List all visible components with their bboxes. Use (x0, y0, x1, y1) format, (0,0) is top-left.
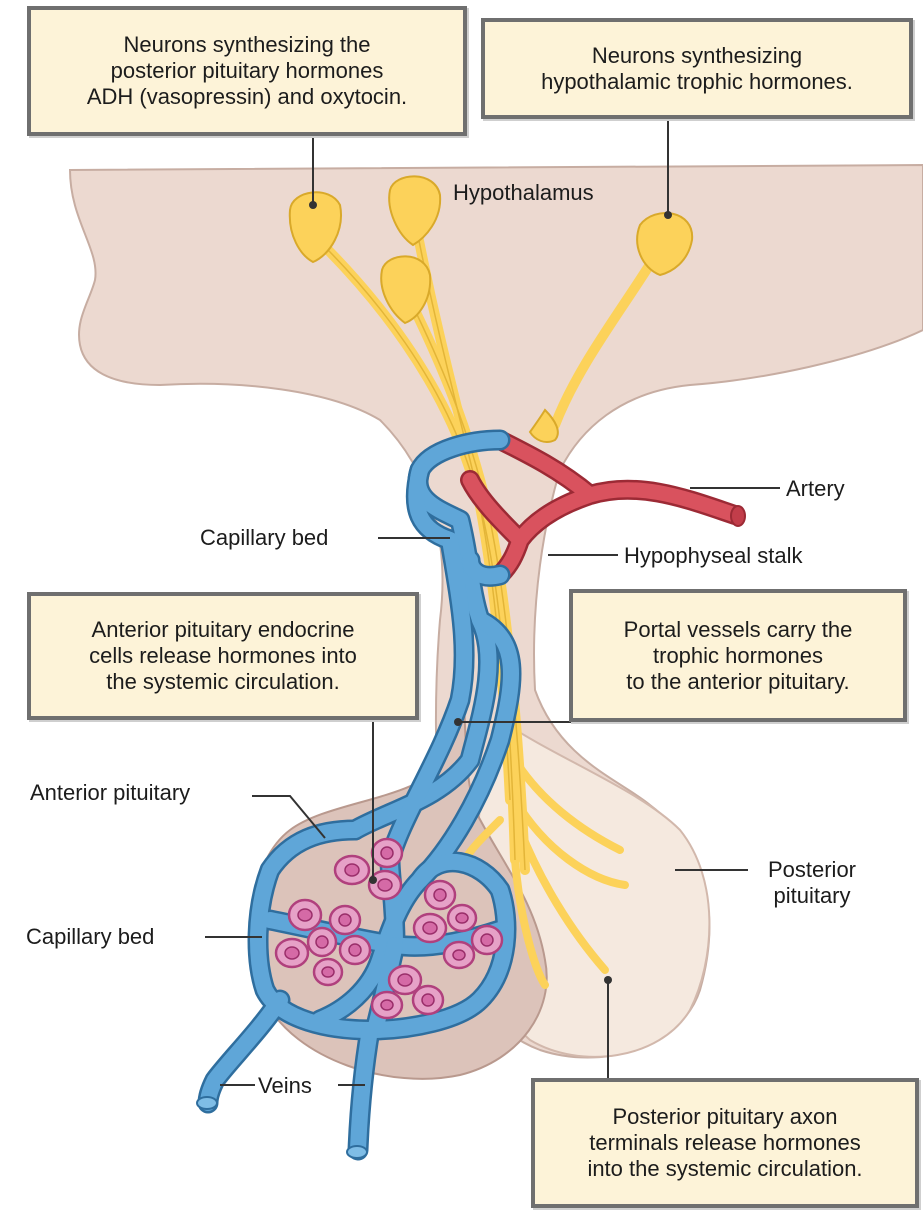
label-hypophyseal-stalk: Hypophyseal stalk (624, 543, 803, 569)
callout-posterior-neurons: Neurons synthesizing the posterior pitui… (27, 6, 467, 136)
label-capillary-bed-lower: Capillary bed (26, 924, 154, 950)
label-line: Posterior (752, 857, 872, 883)
label-line: pituitary (752, 883, 872, 909)
callout-line: Posterior pituitary axon (587, 1104, 862, 1130)
callout-line: ADH (vasopressin) and oxytocin. (87, 84, 407, 110)
callout-line: to the anterior pituitary. (624, 669, 853, 695)
callout-line: into the systemic circulation. (587, 1156, 862, 1182)
callout-anterior-cells: Anterior pituitary endocrine cells relea… (27, 592, 419, 720)
label-posterior-pituitary: Posterior pituitary (752, 857, 872, 909)
callout-line: Portal vessels carry the (624, 617, 853, 643)
label-hypothalamus: Hypothalamus (453, 180, 594, 206)
callout-line: hypothalamic trophic hormones. (541, 69, 853, 95)
callout-axon-terminals: Posterior pituitary axon terminals relea… (531, 1078, 919, 1208)
callout-trophic-neurons: Neurons synthesizing hypothalamic trophi… (481, 18, 913, 119)
label-veins: Veins (258, 1073, 312, 1099)
callout-line: Neurons synthesizing (541, 43, 853, 69)
label-artery: Artery (786, 476, 845, 502)
callout-line: trophic hormones (624, 643, 853, 669)
callout-line: Neurons synthesizing the (87, 32, 407, 58)
label-anterior-pituitary: Anterior pituitary (30, 780, 190, 806)
callout-line: Anterior pituitary endocrine (89, 617, 357, 643)
callout-line: terminals release hormones (587, 1130, 862, 1156)
callout-line: posterior pituitary hormones (87, 58, 407, 84)
callout-line: the systemic circulation. (89, 669, 357, 695)
callout-line: cells release hormones into (89, 643, 357, 669)
label-capillary-bed-upper: Capillary bed (200, 525, 328, 551)
callout-portal-vessels: Portal vessels carry the trophic hormone… (569, 589, 907, 722)
